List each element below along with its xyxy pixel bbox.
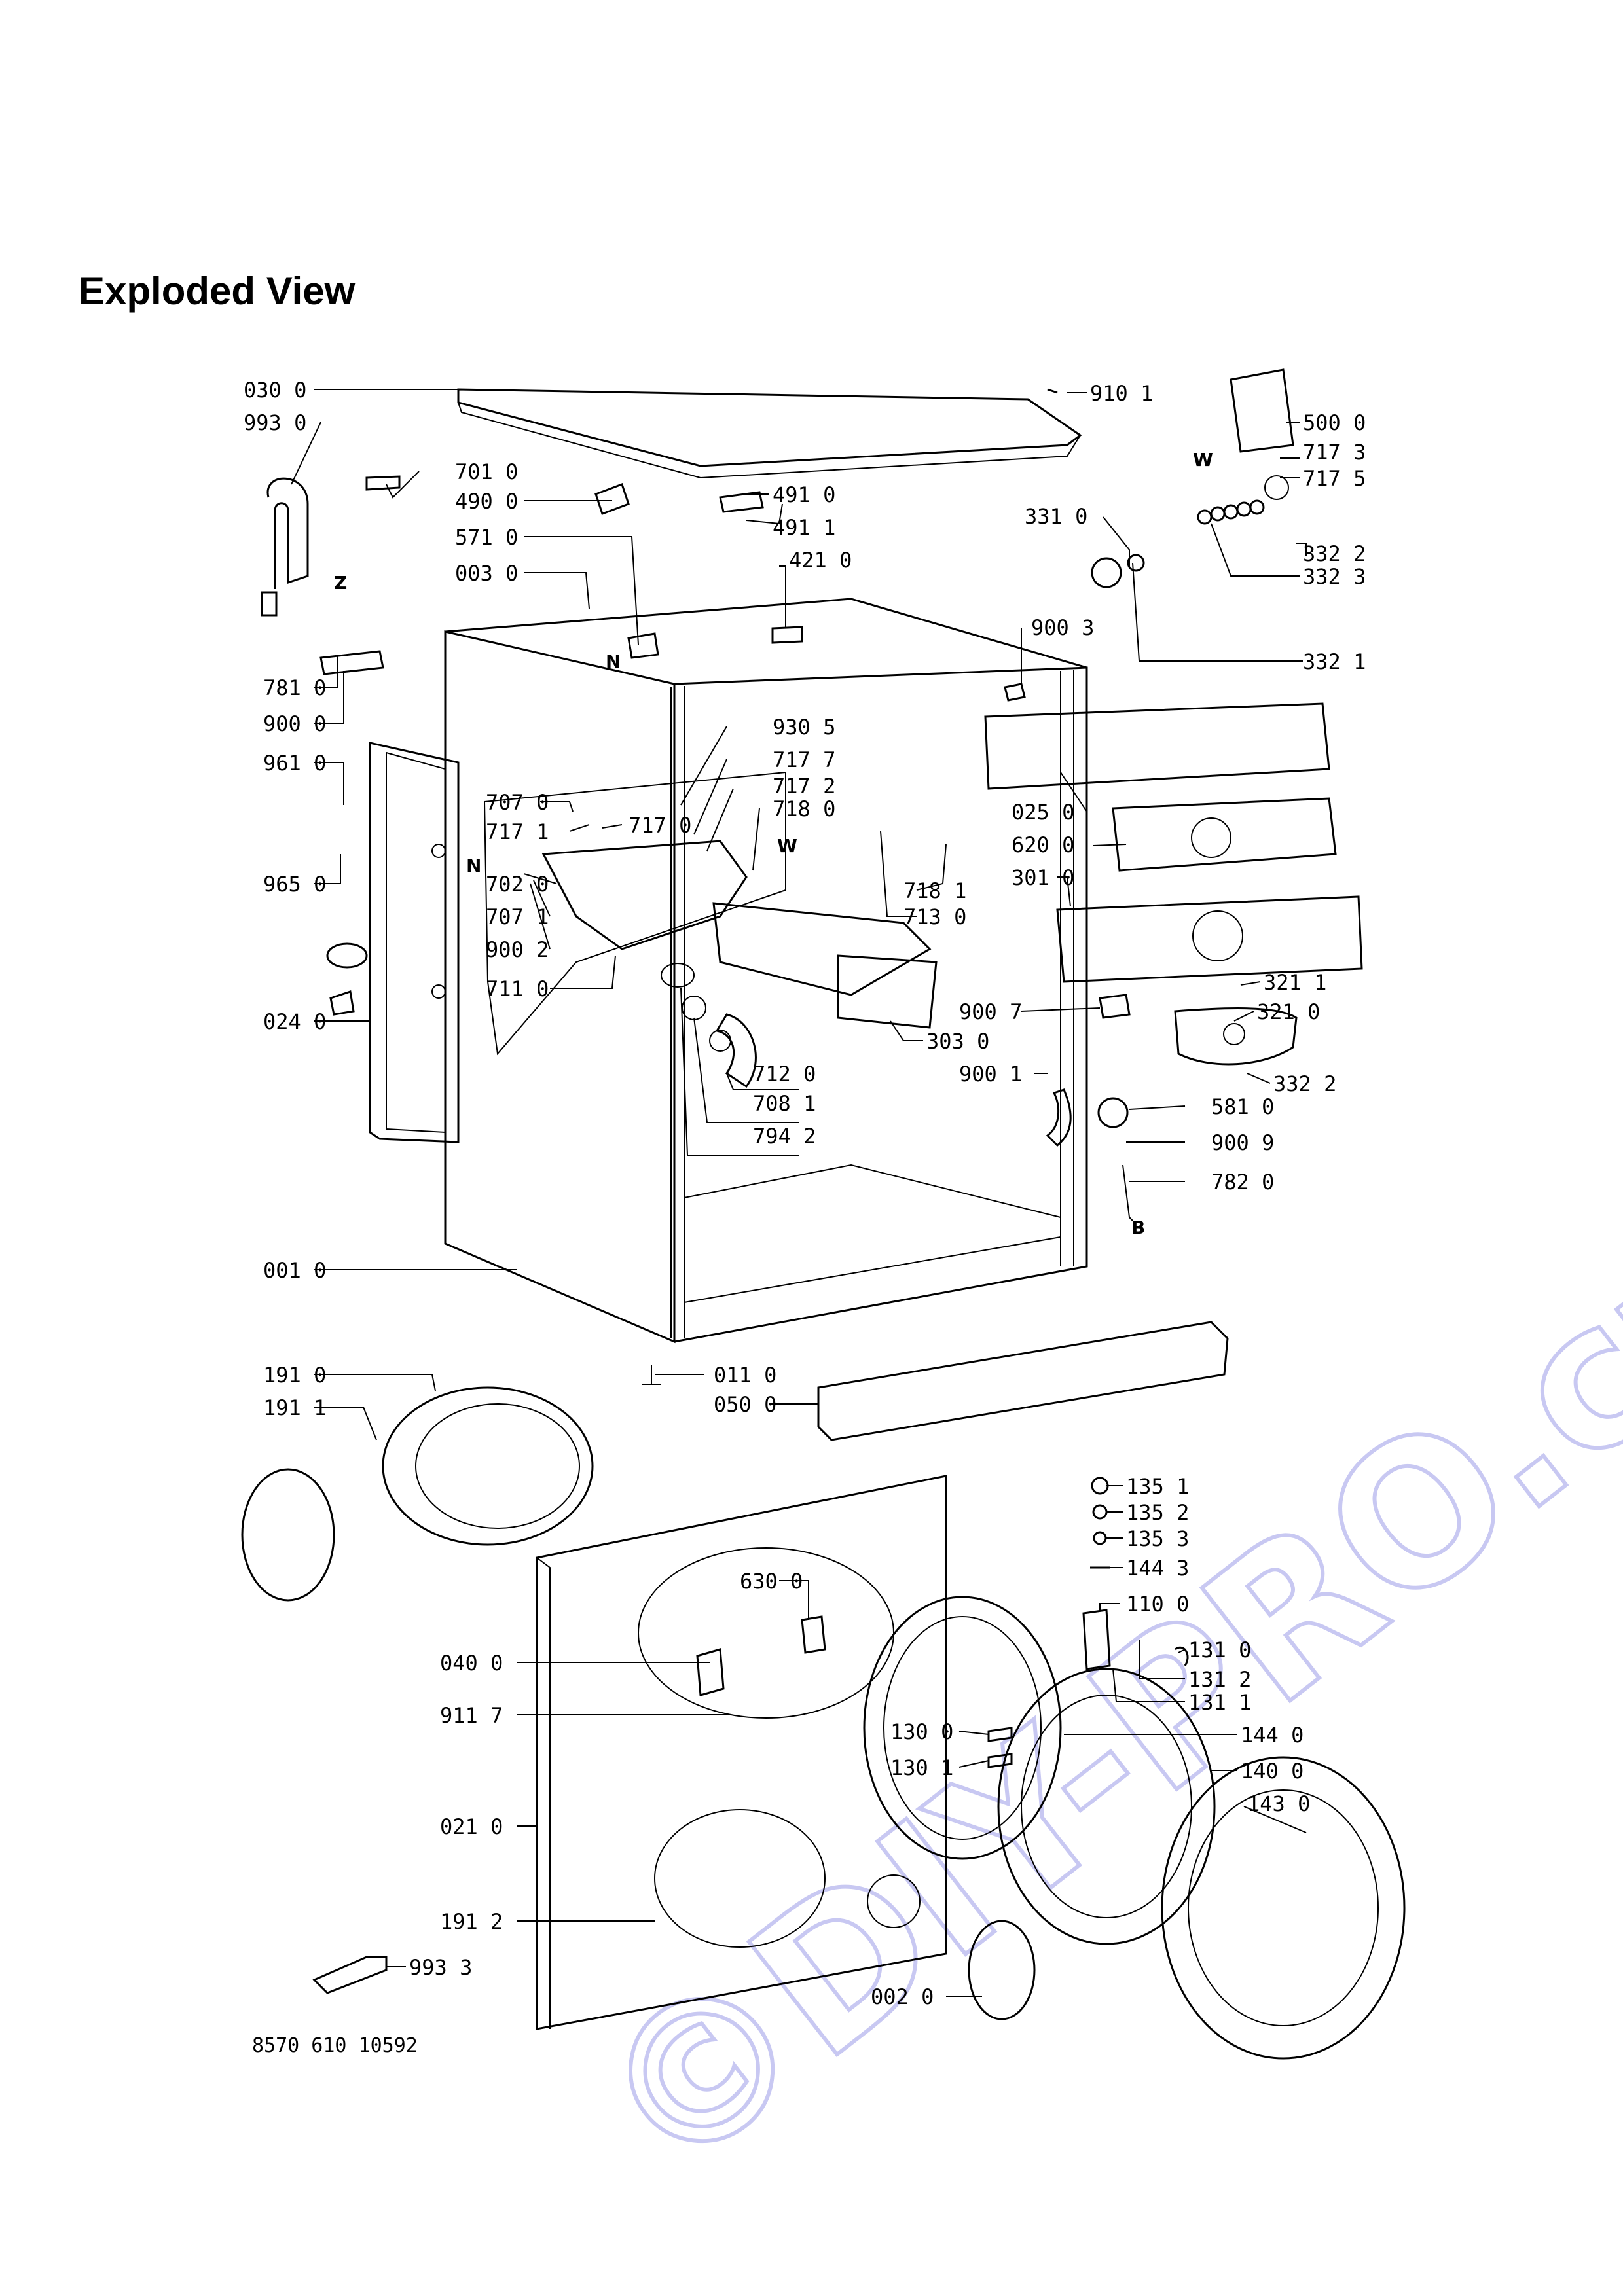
label-630-0: 630 0	[740, 1569, 803, 1594]
label-332-2a: 332 2	[1303, 541, 1366, 566]
label-011-0: 011 0	[714, 1363, 776, 1388]
label-050-0: 050 0	[714, 1392, 776, 1417]
label-191-1: 191 1	[263, 1395, 326, 1420]
label-421-0: 421 0	[789, 548, 852, 573]
label-024-0: 024 0	[263, 1009, 326, 1034]
callout-w-top: W	[1193, 449, 1213, 471]
label-130-1: 130 1	[890, 1755, 953, 1780]
dispenser-box	[483, 771, 938, 1088]
label-135-3: 135 3	[1126, 1526, 1189, 1551]
label-040-0: 040 0	[440, 1651, 503, 1676]
label-143-0: 143 0	[1247, 1791, 1310, 1816]
label-191-2: 191 2	[440, 1909, 503, 1934]
label-144-0: 144 0	[1241, 1723, 1304, 1748]
label-711-0: 711 0	[486, 977, 549, 1001]
label-900-1: 900 1	[959, 1062, 1022, 1086]
label-135-2: 135 2	[1126, 1500, 1189, 1525]
label-321-1: 321 1	[1264, 970, 1326, 995]
label-030-0: 030 0	[244, 378, 306, 403]
label-701-0: 701 0	[455, 459, 518, 484]
label-782-0: 782 0	[1211, 1170, 1274, 1194]
kickplate	[642, 1321, 1229, 1441]
label-900-9: 900 9	[1211, 1130, 1274, 1155]
label-707-0: 707 0	[486, 790, 549, 815]
label-003-0: 003 0	[455, 561, 518, 586]
small-parts	[261, 388, 1265, 1994]
label-130-0: 130 0	[890, 1719, 953, 1744]
control-panel	[984, 702, 1363, 1066]
label-717-7: 717 7	[773, 747, 835, 772]
label-900-7: 900 7	[959, 999, 1022, 1024]
label-144-3: 144 3	[1126, 1556, 1189, 1581]
label-131-2: 131 2	[1188, 1667, 1251, 1692]
label-717-1: 717 1	[486, 819, 549, 844]
front-panel	[536, 1475, 947, 2030]
label-571-0: 571 0	[455, 525, 518, 550]
callout-n-left: N	[466, 855, 481, 876]
page-title: Exploded View	[79, 269, 356, 313]
label-191-0: 191 0	[263, 1363, 326, 1388]
door-assembly	[863, 1596, 1406, 2060]
label-581-0: 581 0	[1211, 1094, 1274, 1119]
label-993-0: 993 0	[244, 410, 306, 435]
door-seal	[241, 1386, 594, 1602]
label-713-0: 713 0	[903, 905, 966, 929]
label-321-0: 321 0	[1257, 999, 1320, 1024]
rear-panel	[369, 742, 460, 1143]
label-707-1: 707 1	[486, 905, 549, 929]
label-332-3: 332 3	[1303, 564, 1366, 589]
document-number: 8570 610 10592	[252, 2034, 418, 2057]
label-717-3: 717 3	[1303, 440, 1366, 465]
electronics-module	[1230, 368, 1294, 500]
label-332-1: 332 1	[1303, 649, 1366, 674]
label-718-1: 718 1	[903, 878, 966, 903]
label-002-0: 002 0	[871, 1984, 934, 2009]
label-965-0: 965 0	[263, 872, 326, 897]
label-140-0: 140 0	[1241, 1759, 1304, 1784]
label-712-0: 712 0	[753, 1062, 816, 1086]
label-702-0: 702 0	[486, 872, 549, 897]
callout-z: Z	[334, 572, 347, 594]
cabinet	[444, 598, 1088, 1344]
top-cover	[457, 388, 1082, 479]
label-708-1: 708 1	[753, 1091, 816, 1116]
callout-b: B	[1131, 1217, 1145, 1238]
label-900-3: 900 3	[1031, 615, 1094, 640]
label-717-2: 717 2	[773, 774, 835, 798]
label-717-0: 717 0	[629, 813, 691, 838]
label-781-0: 781 0	[263, 675, 326, 700]
label-491-0: 491 0	[773, 482, 835, 507]
label-911-7: 911 7	[440, 1703, 503, 1728]
label-961-0: 961 0	[263, 751, 326, 776]
label-490-0: 490 0	[455, 489, 518, 514]
callout-n-top: N	[606, 651, 621, 672]
label-900-0: 900 0	[263, 711, 326, 736]
label-110-0: 110 0	[1126, 1592, 1189, 1617]
label-993-3: 993 3	[409, 1955, 472, 1980]
label-794-2: 794 2	[753, 1124, 816, 1149]
label-910-1: 910 1	[1090, 381, 1153, 406]
callout-letters: Z N N W W B	[334, 449, 1213, 1238]
label-131-0: 131 0	[1188, 1638, 1251, 1662]
label-620-0: 620 0	[1012, 833, 1074, 857]
label-025-0: 025 0	[1012, 800, 1074, 825]
label-332-2b: 332 2	[1273, 1071, 1336, 1096]
label-135-1: 135 1	[1126, 1474, 1189, 1499]
label-500-0: 500 0	[1303, 410, 1366, 435]
label-001-0: 001 0	[263, 1258, 326, 1283]
leader-lines	[291, 389, 1307, 1997]
label-021-0: 021 0	[440, 1814, 503, 1839]
label-301-0: 301 0	[1012, 865, 1074, 890]
callout-w-middle: W	[777, 835, 797, 857]
label-930-5: 930 5	[773, 715, 835, 740]
part-labels: 030 0 993 0 701 0 490 0 571 0 003 0 491 …	[244, 378, 1366, 2009]
label-900-2: 900 2	[486, 937, 549, 962]
label-303-0: 303 0	[926, 1029, 989, 1054]
label-331-0: 331 0	[1025, 504, 1087, 529]
label-131-1: 131 1	[1188, 1690, 1251, 1715]
label-491-1: 491 1	[773, 515, 835, 540]
label-717-5: 717 5	[1303, 466, 1366, 491]
label-718-0: 718 0	[773, 797, 835, 821]
